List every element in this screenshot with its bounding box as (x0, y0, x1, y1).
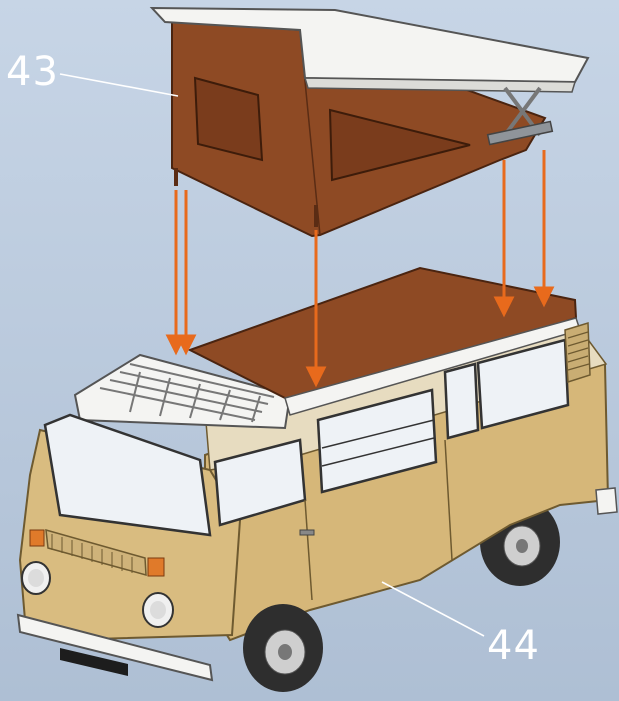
callout-label-43: 43 (6, 52, 59, 92)
callout-label-44: 44 (487, 626, 540, 666)
